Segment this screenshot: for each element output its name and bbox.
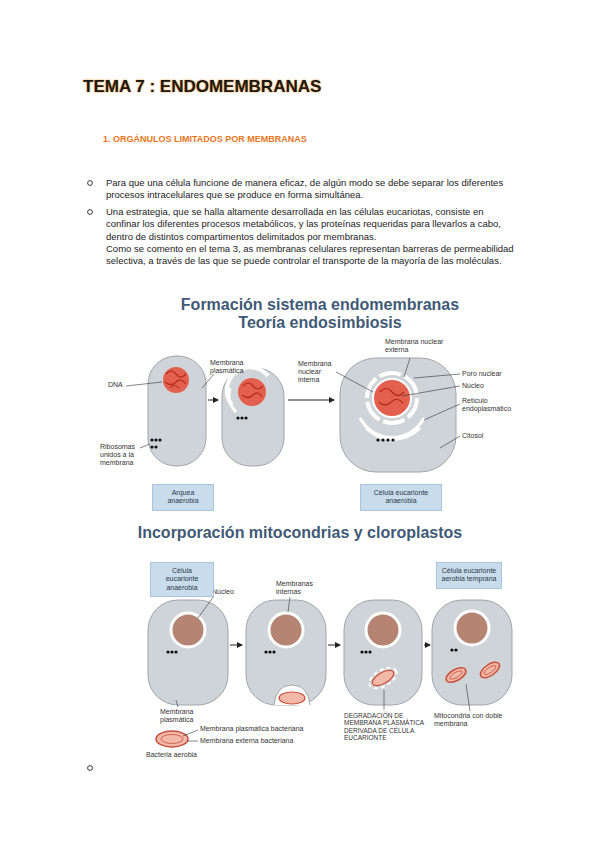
- section-heading: 1. ORGÁNULOS LIMITADOS POR MEMBRANAS: [103, 134, 307, 145]
- aerobic-bacterium: [156, 731, 188, 747]
- part-label: DEGRADACIÓN DE MEMBRANA PLASMÁTICA DERIV…: [344, 712, 428, 742]
- part-label: Membrana plasmática: [210, 359, 252, 375]
- leader-lines: [126, 358, 460, 448]
- archaea-cell: [148, 356, 206, 466]
- caption-box: Célula eucarionte aerobia temprana: [436, 562, 502, 589]
- bullet: [88, 181, 93, 186]
- caption-box: Célula eucarionte anaerobia: [360, 484, 442, 511]
- box-text: Célula eucarionte anaerobia: [365, 489, 437, 506]
- caption-box: Arquea anaerobia: [152, 484, 214, 511]
- part-label: Membrana nuclear interna: [298, 360, 338, 384]
- paragraph: Una estrategia, que se halla altamente d…: [106, 206, 516, 243]
- leader-lines: [176, 596, 470, 741]
- figure-title: Incorporación mitocondrias y cloroplasto…: [110, 524, 490, 542]
- part-label: Membrana plasmática: [160, 708, 204, 724]
- part-label: Membrana nuclear externa: [385, 338, 447, 354]
- part-label: Membrana externa bacteriana: [200, 737, 293, 745]
- page-title: TEMA 7 : ENDOMEMBRANAS: [83, 76, 321, 97]
- eukaryote-cell-c: [344, 600, 422, 705]
- box-text: Célula eucarionte anaerobia: [155, 567, 209, 592]
- box-text: Arquea anaerobia: [157, 489, 209, 506]
- caption-box: Célula eucarionte anaerobia: [150, 562, 214, 597]
- invaginating-cell: [222, 367, 284, 466]
- bullet: [88, 766, 93, 771]
- part-label: Núcleo: [462, 382, 484, 390]
- part-label: Núcleo: [212, 588, 234, 596]
- part-label: Ribosomas unidos a la membrana: [100, 443, 142, 467]
- part-label: Bacteria aerobia: [146, 751, 216, 759]
- box-text: Célula eucarionte aerobia temprana: [441, 567, 497, 584]
- eukaryote-cell-d: [432, 600, 512, 705]
- part-label: Membranas internas: [276, 580, 326, 596]
- part-label: Poro nuclear: [462, 370, 502, 378]
- eukaryote-cell: [340, 358, 456, 472]
- part-label: Mitocondria con doble membrana: [434, 712, 512, 728]
- bullet: [88, 210, 93, 215]
- eukaryote-cell-a: [148, 600, 228, 705]
- figure-title: Formación sistema endomembranas Teoría e…: [170, 296, 470, 333]
- part-label: DNA: [108, 381, 123, 389]
- part-label: Retículo endoplasmático: [462, 397, 522, 413]
- paragraph: Para que una célula funcione de manera e…: [106, 177, 516, 202]
- part-label: Citosol: [462, 432, 483, 440]
- paragraph: Como se comento en el tema 3, as membran…: [106, 243, 516, 268]
- eukaryote-cell-b: [246, 600, 326, 705]
- part-label: Membrana plasmática bacteriana: [200, 725, 304, 733]
